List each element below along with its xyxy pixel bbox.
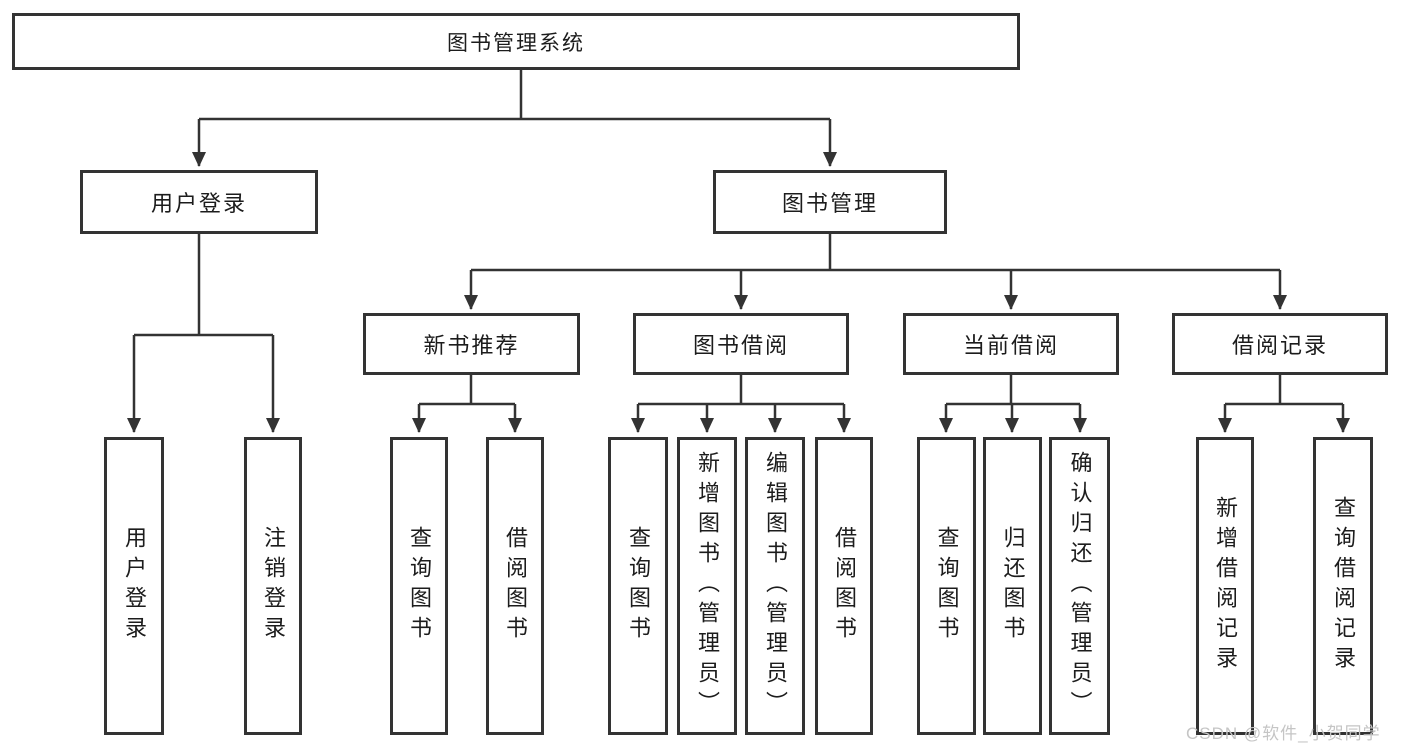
leaf-borrow-edit-admin: 编辑图书（管理员） bbox=[745, 437, 805, 735]
leaf-records-add: 新增借阅记录 bbox=[1196, 437, 1254, 735]
node-root: 图书管理系统 bbox=[12, 13, 1020, 70]
connector-book-borrow-branch bbox=[638, 375, 844, 406]
leaf-label: 借阅图书 bbox=[832, 526, 857, 646]
node-root-label: 图书管理系统 bbox=[447, 31, 585, 55]
leaf-label: 确认归还（管理员） bbox=[1067, 451, 1093, 721]
leaf-label: 新增图书（管理员） bbox=[695, 451, 720, 721]
leaf-new-books-query: 查询图书 bbox=[390, 437, 448, 735]
node-book-borrow: 图书借阅 bbox=[633, 313, 849, 375]
leaf-new-books-borrow: 借阅图书 bbox=[486, 437, 544, 735]
leaf-user-login: 用户登录 bbox=[104, 437, 164, 735]
leaf-label: 借阅图书 bbox=[503, 526, 528, 646]
leaf-logout: 注销登录 bbox=[244, 437, 302, 735]
node-book-mgmt: 图书管理 bbox=[713, 170, 947, 234]
leaf-current-return: 归还图书 bbox=[983, 437, 1042, 735]
connector-new-books-branch bbox=[419, 375, 515, 406]
leaf-borrow-add-admin: 新增图书（管理员） bbox=[677, 437, 737, 735]
node-borrow-records-label: 借阅记录 bbox=[1231, 333, 1328, 358]
connector-current-borrow-branch bbox=[946, 375, 1080, 406]
node-user-login: 用户登录 bbox=[80, 170, 318, 234]
connector-root-branch bbox=[199, 70, 830, 121]
leaf-label: 查询图书 bbox=[934, 526, 960, 646]
leaf-current-confirm-admin: 确认归还（管理员） bbox=[1049, 437, 1110, 735]
leaf-label: 注销登录 bbox=[261, 526, 286, 646]
node-user-login-label: 用户登录 bbox=[150, 191, 247, 216]
node-book-borrow-label: 图书借阅 bbox=[692, 333, 789, 358]
node-current-borrow-label: 当前借阅 bbox=[962, 333, 1059, 358]
leaf-label: 归还图书 bbox=[1000, 526, 1026, 646]
leaf-label: 新增借阅记录 bbox=[1213, 496, 1238, 676]
connector-user-login-branch bbox=[134, 234, 273, 337]
connector-borrow-records-branch bbox=[1225, 375, 1343, 406]
leaf-label: 编辑图书（管理员） bbox=[763, 451, 788, 721]
connector-book-mgmt-branch bbox=[471, 234, 1280, 272]
node-new-books-label: 新书推荐 bbox=[423, 333, 520, 358]
leaf-label: 查询图书 bbox=[626, 526, 651, 646]
leaf-current-query: 查询图书 bbox=[917, 437, 976, 735]
leaf-borrow-borrow: 借阅图书 bbox=[815, 437, 873, 735]
leaf-label: 查询借阅记录 bbox=[1331, 496, 1356, 676]
node-new-books: 新书推荐 bbox=[363, 313, 580, 375]
node-book-mgmt-label: 图书管理 bbox=[781, 191, 878, 216]
leaf-label: 用户登录 bbox=[122, 526, 147, 646]
leaf-borrow-query: 查询图书 bbox=[608, 437, 668, 735]
watermark: CSDN @软件_小贺同学 bbox=[1186, 724, 1381, 743]
node-borrow-records: 借阅记录 bbox=[1172, 313, 1388, 375]
leaf-label: 查询图书 bbox=[407, 526, 432, 646]
node-current-borrow: 当前借阅 bbox=[903, 313, 1119, 375]
leaf-records-query: 查询借阅记录 bbox=[1313, 437, 1373, 735]
